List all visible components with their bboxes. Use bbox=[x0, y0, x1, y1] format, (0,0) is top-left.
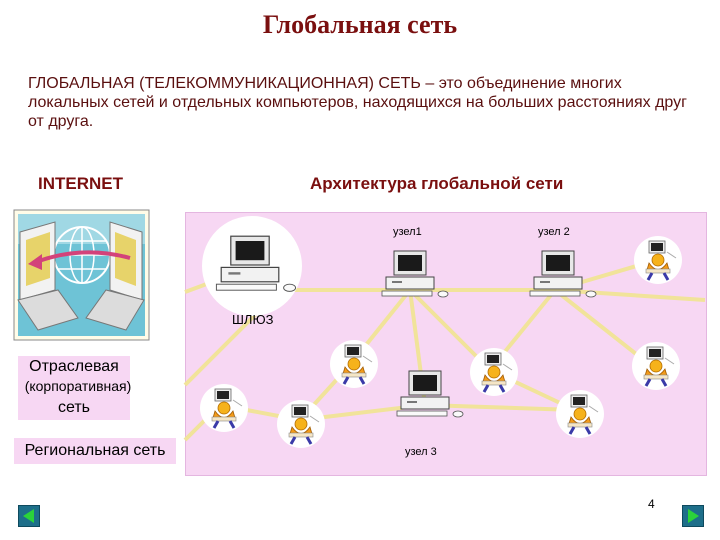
gateway-computer bbox=[202, 216, 302, 316]
user-workstation-icon bbox=[198, 382, 250, 434]
triangle-left-icon bbox=[23, 509, 34, 523]
user-workstation-icon bbox=[632, 234, 684, 286]
node3-label: узел 3 bbox=[405, 446, 437, 458]
legend-corporate-line1: Отраслевая bbox=[29, 358, 119, 375]
legend-corporate-line3: сеть bbox=[57, 399, 91, 416]
legend-corporate-network bbox=[18, 356, 130, 420]
user-workstation-icon bbox=[630, 340, 682, 392]
definition-text: ГЛОБАЛЬНАЯ (ТЕЛЕКОММУНИКАЦИОННАЯ) СЕТЬ –… bbox=[28, 75, 687, 130]
node2-label: узел 2 bbox=[538, 226, 570, 238]
legend-corporate-line2: (корпоративная) bbox=[24, 378, 132, 394]
internet-label: INTERNET bbox=[38, 174, 123, 193]
legend-regional-network: Региональная сеть bbox=[14, 438, 176, 464]
page-title: Глобальная сеть bbox=[262, 10, 458, 39]
node3-computer bbox=[396, 370, 464, 418]
user-workstation-icon bbox=[328, 338, 380, 390]
next-slide-button[interactable] bbox=[682, 505, 704, 527]
page-number: 4 bbox=[648, 497, 655, 511]
architecture-title: Архитектура глобальной сети bbox=[310, 174, 564, 193]
user-workstation-icon bbox=[275, 398, 327, 450]
node1-label: узел1 bbox=[393, 226, 422, 238]
gateway-label: ШЛЮЗ bbox=[232, 312, 274, 327]
user-workstation-icon bbox=[554, 388, 606, 440]
internet-globe-icon bbox=[13, 209, 150, 341]
triangle-right-icon bbox=[688, 509, 699, 523]
user-workstation-icon bbox=[468, 346, 520, 398]
prev-slide-button[interactable] bbox=[18, 505, 40, 527]
